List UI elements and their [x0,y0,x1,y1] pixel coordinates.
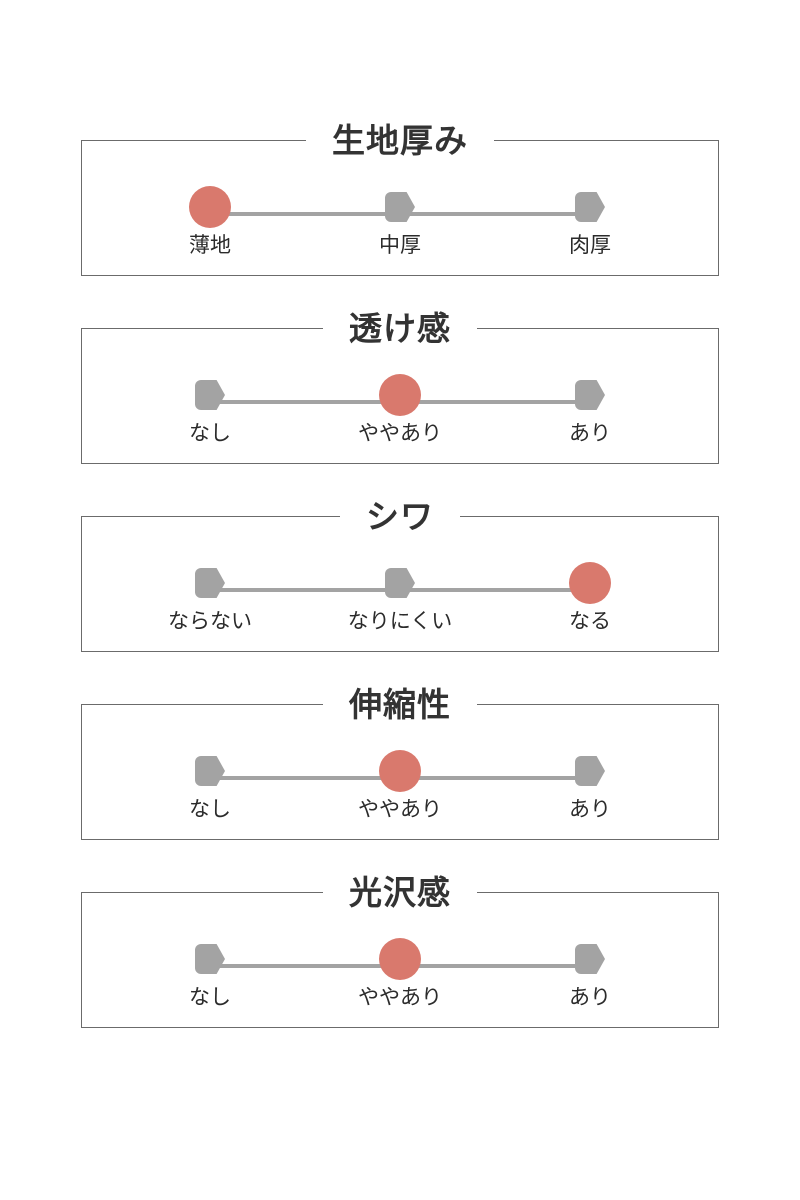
marker-wrap [140,373,280,417]
spec-frame: 透け感 なし ややあり [81,307,719,464]
marker-wrap [520,749,660,793]
scale-stop[interactable]: 薄地 [140,185,280,260]
scale-stop[interactable]: なし [140,937,280,1012]
scale-stop[interactable]: あり [520,937,660,1012]
marker-wrap [140,185,280,229]
marker-wrap [520,373,660,417]
scale-marker-tag-icon[interactable] [195,568,225,598]
section-title: シワ [340,495,460,539]
marker-wrap [330,937,470,981]
scale-stop-label: なりにくい [347,610,453,633]
scale-stop-label: 中厚 [379,234,421,257]
scale-stop-label: なし [189,422,231,445]
scale-stop[interactable]: ややあり [330,937,470,1012]
spec-section-wrinkle: シワ ならない なりにくい [81,495,719,652]
scale-marker-tag-icon[interactable] [385,568,415,598]
rating-scale: ならない なりにくい なる [82,561,718,633]
section-title: 光沢感 [323,871,477,915]
rating-scale: なし ややあり あり [82,749,718,821]
scale-stop-label: なし [189,986,231,1009]
scale-stop[interactable]: 中厚 [330,185,470,260]
spec-section-fabric-thickness: 生地厚み 薄地 中厚 [81,119,719,276]
marker-wrap [520,937,660,981]
scale-marker-active-icon[interactable] [379,938,421,980]
marker-wrap [140,937,280,981]
spec-section-luster: 光沢感 なし ややあり [81,871,719,1028]
spec-frame: 生地厚み 薄地 中厚 [81,119,719,276]
spec-section-sheerness: 透け感 なし ややあり [81,307,719,464]
scale-marker-tag-icon[interactable] [575,380,605,410]
marker-wrap [520,561,660,605]
scale-stop-label: あり [569,422,611,445]
marker-wrap [330,561,470,605]
marker-wrap [140,749,280,793]
spec-frame: 光沢感 なし ややあり [81,871,719,1028]
scale-stop[interactable]: なし [140,373,280,448]
marker-wrap [520,185,660,229]
scale-stop-label: あり [569,798,611,821]
scale-marker-tag-icon[interactable] [195,944,225,974]
scale-marker-tag-icon[interactable] [385,192,415,222]
scale-marker-active-icon[interactable] [569,562,611,604]
scale-stop-label: ならない [168,610,252,633]
scale-stop[interactable]: あり [520,749,660,824]
scale-stop[interactable]: あり [520,373,660,448]
scale-stop-label: ややあり [358,798,442,821]
section-title: 透け感 [323,307,477,351]
scale-marker-active-icon[interactable] [379,750,421,792]
scale-marker-tag-icon[interactable] [195,380,225,410]
marker-wrap [140,561,280,605]
scale-marker-tag-icon[interactable] [575,192,605,222]
spec-section-stretch: 伸縮性 なし ややあり [81,683,719,840]
scale-stop[interactable]: ややあり [330,373,470,448]
scale-stop[interactable]: ならない [140,561,280,636]
rating-scale: なし ややあり あり [82,373,718,445]
spec-frame: 伸縮性 なし ややあり [81,683,719,840]
scale-marker-active-icon[interactable] [189,186,231,228]
scale-stop-label: 薄地 [189,234,231,257]
marker-wrap [330,185,470,229]
scale-stop-label: なる [569,610,611,633]
rating-scale: なし ややあり あり [82,937,718,1009]
scale-stop-label: ややあり [358,986,442,1009]
scale-stop-label: あり [569,986,611,1009]
marker-wrap [330,373,470,417]
scale-stop[interactable]: ややあり [330,749,470,824]
scale-stop[interactable]: なりにくい [330,561,470,636]
scale-marker-tag-icon[interactable] [575,944,605,974]
section-title: 伸縮性 [323,683,477,727]
scale-stop-label: ややあり [358,422,442,445]
scale-stop[interactable]: 肉厚 [520,185,660,260]
section-title: 生地厚み [306,119,494,163]
scale-marker-tag-icon[interactable] [195,756,225,786]
rating-scale: 薄地 中厚 肉厚 [82,185,718,257]
scale-stop[interactable]: なし [140,749,280,824]
scale-marker-active-icon[interactable] [379,374,421,416]
scale-stop-label: 肉厚 [569,234,611,257]
marker-wrap [330,749,470,793]
scale-marker-tag-icon[interactable] [575,756,605,786]
spec-frame: シワ ならない なりにくい [81,495,719,652]
scale-stop[interactable]: なる [520,561,660,636]
scale-stop-label: なし [189,798,231,821]
